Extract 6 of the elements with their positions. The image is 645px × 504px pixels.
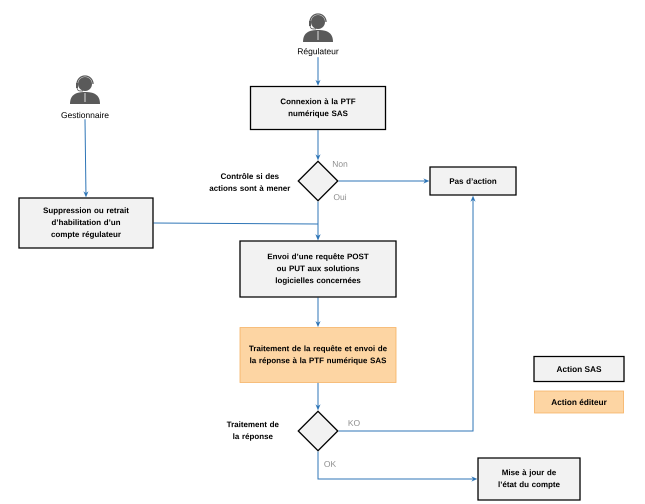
edge-label: Non [331,160,349,168]
edge-label: Oui [332,192,348,202]
edge-label: OK [322,460,338,468]
actor-label: Gestionnaire [61,112,109,118]
edge-label: KO [346,419,362,427]
actor-label: Régulateur [298,48,339,56]
